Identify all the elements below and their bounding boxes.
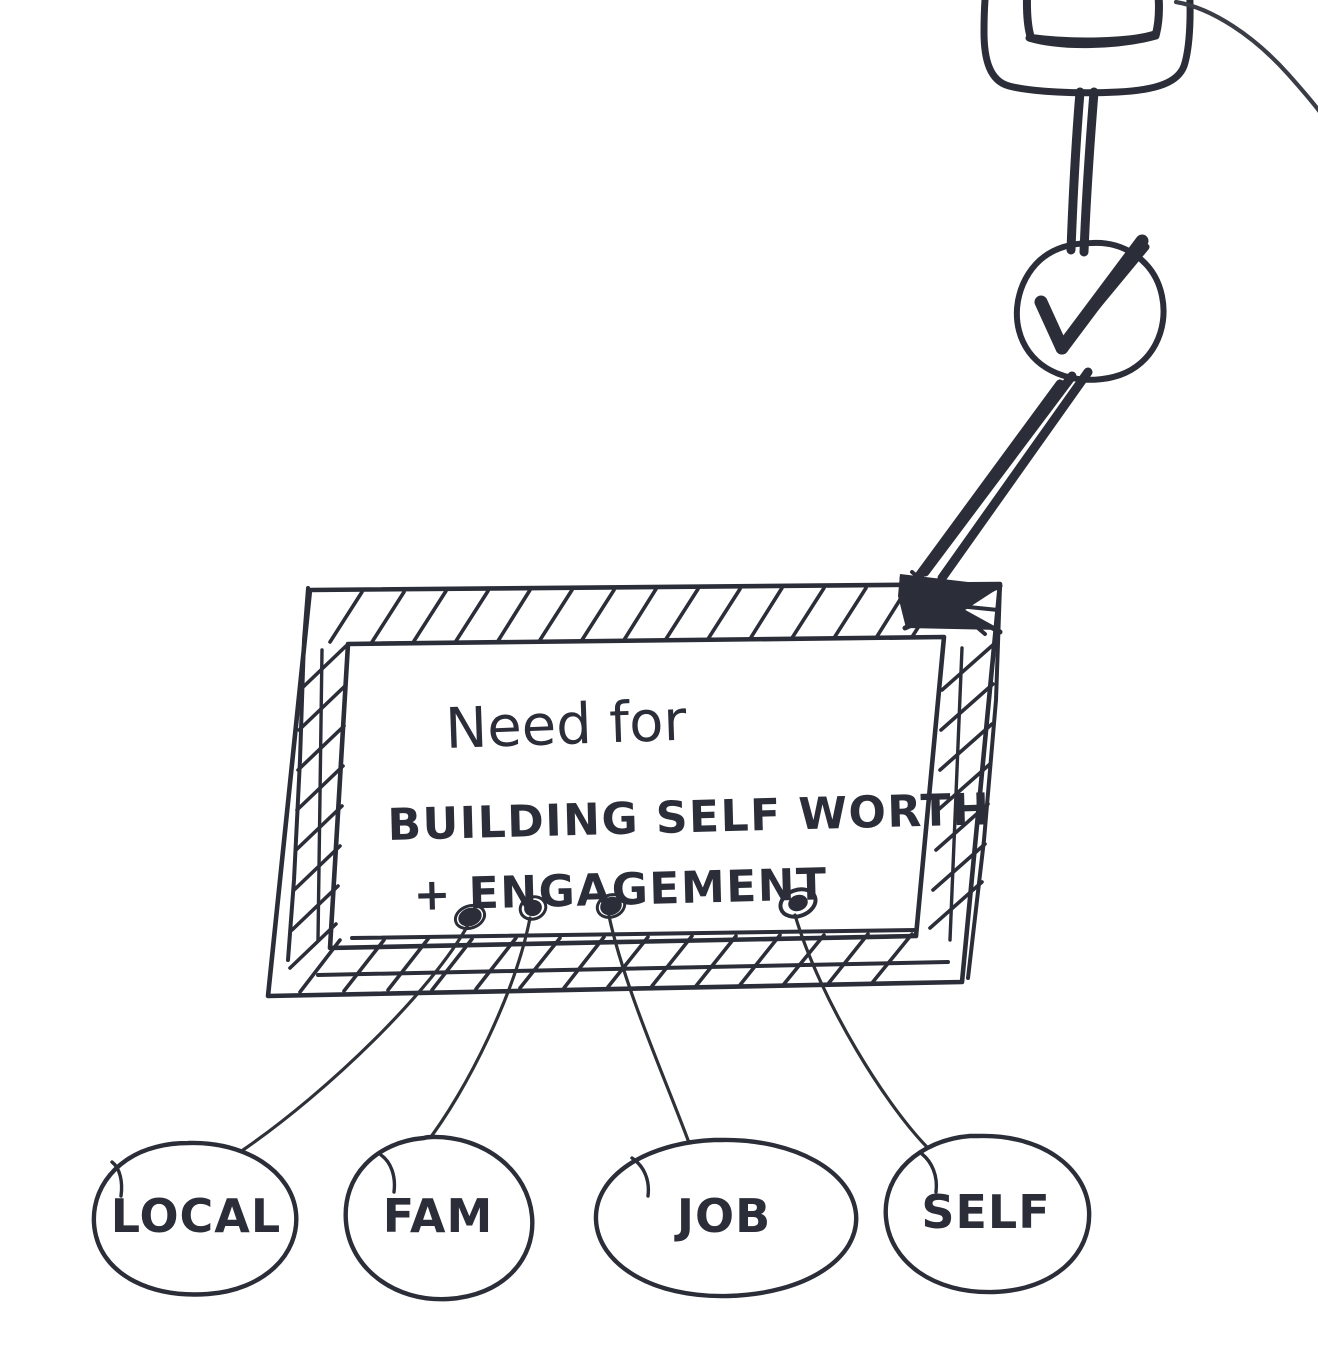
- bubble-local-label: LOCAL: [111, 1189, 281, 1243]
- frame-outer-border: [265, 581, 1003, 999]
- leader-local: [241, 923, 470, 1152]
- frame-inner-border: [327, 634, 947, 951]
- bubble-job-label: JOB: [674, 1189, 771, 1243]
- bubble-job[interactable]: JOB: [593, 1137, 859, 1299]
- hatched-frame-board[interactable]: Need for BUILDING SELF WORTH + ENGAGEMEN…: [265, 581, 1003, 999]
- leader-fam: [422, 916, 532, 1148]
- board-line-1: Need for: [444, 689, 688, 762]
- leader-lines: [241, 913, 934, 1182]
- check-circle-node[interactable]: [1013, 234, 1167, 383]
- bubble-self[interactable]: SELF: [883, 1133, 1092, 1295]
- frame-hatching-top: [328, 585, 946, 644]
- board-line-2: BUILDING SELF WORTH: [387, 784, 991, 851]
- rounded-rect-node[interactable]: [980, 0, 1194, 97]
- bubble-local[interactable]: LOCAL: [91, 1140, 299, 1297]
- dot-fam[interactable]: [517, 893, 549, 923]
- pointer-arrow: [898, 367, 1093, 636]
- frame-hatching-bottom: [298, 928, 950, 994]
- bubble-group: LOCAL FAM JOB SELF: [91, 1133, 1092, 1302]
- frame-hatching-right: [928, 642, 996, 942]
- inner-rounded-shape: [1022, 0, 1163, 46]
- connector-dots: [452, 885, 820, 933]
- dot-job[interactable]: [594, 891, 628, 921]
- frame-hatching-left: [288, 644, 348, 970]
- check-mark-icon: [1034, 234, 1150, 355]
- rect-to-circle-connector: [1066, 87, 1099, 257]
- trailing-curve: [1173, 0, 1318, 113]
- bubble-self-label: SELF: [921, 1185, 1050, 1239]
- bubble-fam[interactable]: FAM: [343, 1134, 535, 1302]
- dot-local[interactable]: [452, 902, 488, 933]
- dot-self[interactable]: [777, 885, 820, 922]
- bubble-fam-label: FAM: [383, 1189, 494, 1243]
- leader-self: [793, 913, 934, 1154]
